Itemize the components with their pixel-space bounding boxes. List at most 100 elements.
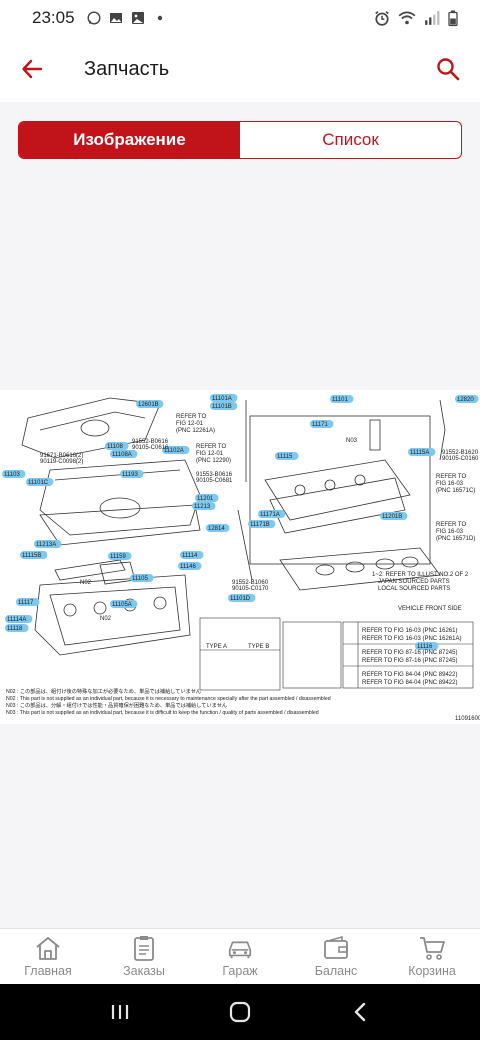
nav-garage[interactable]: Гараж <box>192 929 288 984</box>
part-tag[interactable]: 11114A <box>7 617 26 623</box>
part-tag-bg[interactable] <box>178 562 202 570</box>
part-tag-bg[interactable] <box>415 642 439 650</box>
car-icon <box>226 935 254 961</box>
part-tag[interactable]: 11115A <box>410 450 429 456</box>
part-number: 91552-B1620 <box>442 450 479 456</box>
part-number: 90119-C0098(2) <box>40 459 83 465</box>
tab-image[interactable]: Изображение <box>19 122 240 158</box>
part-tag-bg[interactable] <box>195 494 219 502</box>
cart-icon <box>418 935 446 961</box>
part-tag-bg[interactable] <box>310 420 334 428</box>
part-tag-bg[interactable] <box>408 448 436 456</box>
part-tag-bg[interactable] <box>210 402 238 410</box>
bottom-nav: Главная Заказы Гараж Баланс Корзина <box>0 928 480 984</box>
part-tag-bg[interactable] <box>34 540 62 548</box>
nav-orders[interactable]: Заказы <box>96 929 192 984</box>
part-tag[interactable]: 12820 <box>457 397 474 403</box>
part-tag-bg[interactable] <box>330 395 354 403</box>
part-tag-bg[interactable] <box>192 502 216 510</box>
part-tag[interactable]: 11115B <box>22 553 41 559</box>
part-tag[interactable]: 11103 <box>4 472 20 478</box>
part-tag-bg[interactable] <box>130 574 154 582</box>
part-tag[interactable]: 11146 <box>180 564 196 570</box>
ref-fig: FIG 12-01 <box>196 451 224 457</box>
part-tag[interactable]: 11102A <box>164 448 184 454</box>
part-tag[interactable]: 12601B <box>138 402 159 408</box>
part-tag[interactable]: 11171A <box>260 512 280 518</box>
part-tag-bg[interactable] <box>380 512 408 520</box>
part-number: 90105-C0681 <box>196 478 233 484</box>
nav-balance[interactable]: Баланс <box>288 929 384 984</box>
part-tag-bg[interactable] <box>210 394 238 402</box>
part-tag-bg[interactable] <box>5 624 29 632</box>
part-tag-bg[interactable] <box>20 551 48 559</box>
ref-labels: REFER TO FIG 12-01 (PNC 12261A) REFER TO… <box>176 414 475 542</box>
part-tag[interactable]: 11101B <box>212 404 232 410</box>
nav-label: Корзина <box>408 964 456 978</box>
part-tag[interactable]: 11193 <box>122 472 138 478</box>
ref-text: REFER TO <box>436 474 466 480</box>
misc-labels: N03 N02 N02 TYPE A TYPE B VEHICLE FRONT … <box>80 438 480 722</box>
part-tag[interactable]: 11101 <box>332 397 348 403</box>
part-tag-bg[interactable] <box>455 395 479 403</box>
recent-apps-button[interactable] <box>100 992 140 1032</box>
home-circle-icon <box>229 1001 251 1023</box>
part-tag-bg[interactable] <box>136 400 164 408</box>
part-tag-bg[interactable] <box>2 470 26 478</box>
part-tag[interactable]: 11117 <box>18 600 34 606</box>
part-tag[interactable]: 11171 <box>312 422 328 428</box>
ref-text: REFER TO <box>176 414 206 420</box>
part-tag-bg[interactable] <box>162 446 190 454</box>
search-button[interactable] <box>430 51 466 87</box>
nav-cart[interactable]: Корзина <box>384 929 480 984</box>
nav-label: Главная <box>24 964 72 978</box>
part-tag-bg[interactable] <box>105 442 129 450</box>
part-tag[interactable]: 11108A <box>112 452 132 458</box>
back-button[interactable] <box>0 36 64 102</box>
part-tag[interactable]: 11105A <box>112 602 132 608</box>
part-tag-bg[interactable] <box>206 524 230 532</box>
arrow-back-icon <box>22 59 43 79</box>
part-tag-bg[interactable] <box>5 615 33 623</box>
note-line: N03 : This part is not supplied as an in… <box>6 710 319 716</box>
ref-pnc: (PNC 16571C) <box>436 488 475 494</box>
part-tag[interactable]: 11108 <box>107 444 123 450</box>
source-note: LOCAL SOURCED PARTS <box>378 586 450 592</box>
parts-diagram[interactable]: 12601B 11101 12820 11101A 11101B 11171 11115 11… <box>0 390 480 724</box>
part-tag-bg[interactable] <box>248 520 276 528</box>
part-tag[interactable]: 11159 <box>110 554 126 560</box>
part-tag[interactable]: 12814 <box>208 526 225 532</box>
part-tag-bg[interactable] <box>275 452 299 460</box>
part-tag[interactable]: 11114 <box>182 553 198 559</box>
part-tag[interactable]: 11171B <box>250 522 270 528</box>
part-tag[interactable]: 11101A <box>212 396 232 402</box>
part-tag[interactable]: 11105 <box>132 576 148 582</box>
part-tag[interactable]: 11101D <box>230 596 251 602</box>
tab-list[interactable]: Список <box>322 130 379 149</box>
part-tag-bg[interactable] <box>228 594 256 602</box>
part-tag-bg[interactable] <box>258 510 286 518</box>
system-back-button[interactable] <box>340 992 380 1032</box>
part-tag-bg[interactable] <box>16 598 40 606</box>
part-tag[interactable]: 11201B <box>382 514 402 520</box>
part-tag-bg[interactable] <box>108 552 132 560</box>
part-tag-bg[interactable] <box>120 470 144 478</box>
part-tag-bg[interactable] <box>180 551 204 559</box>
part-tag-bg[interactable] <box>110 600 138 608</box>
note-code: N02 <box>80 580 92 586</box>
part-tag[interactable]: 11201 <box>197 496 214 502</box>
ref-pnc: (PNC 16571D) <box>436 536 475 542</box>
part-tag-bg[interactable] <box>26 478 54 486</box>
part-tag[interactable]: 11116 <box>417 644 433 650</box>
part-tag-bg[interactable] <box>110 450 138 458</box>
home-button[interactable] <box>220 992 260 1032</box>
part-tag[interactable]: 11115 <box>277 454 293 460</box>
part-tag[interactable]: 11213A <box>36 542 56 548</box>
part-number: 91552-B1060 <box>232 580 269 586</box>
part-number: 90105-C0160 <box>442 456 479 462</box>
part-tag[interactable]: 11118 <box>7 626 23 632</box>
clipboard-icon <box>130 935 158 961</box>
nav-home[interactable]: Главная <box>0 929 96 984</box>
part-tag[interactable]: 11101C <box>28 480 49 486</box>
part-tag[interactable]: 11213 <box>194 504 211 510</box>
